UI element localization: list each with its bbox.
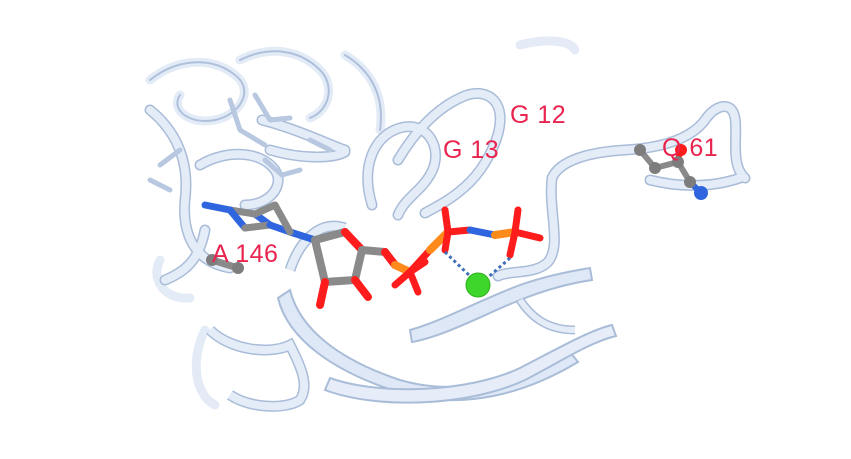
label-g13: G 13: [443, 136, 500, 164]
a146-side-chain: [206, 254, 244, 274]
metal-coordination-bonds: [443, 250, 511, 282]
label-a146: A 146: [212, 240, 279, 268]
magnesium-ion: [465, 272, 491, 298]
q61-side-chain: [634, 144, 708, 200]
beta-sheet-ribbons: [206, 220, 618, 412]
ligand-phosphate-groups: [391, 206, 544, 296]
ligand-nucleobase: [201, 201, 319, 244]
ligand-ribose: [311, 228, 399, 309]
label-g12: G 12: [510, 101, 567, 129]
label-q61: Q 61: [662, 134, 719, 162]
